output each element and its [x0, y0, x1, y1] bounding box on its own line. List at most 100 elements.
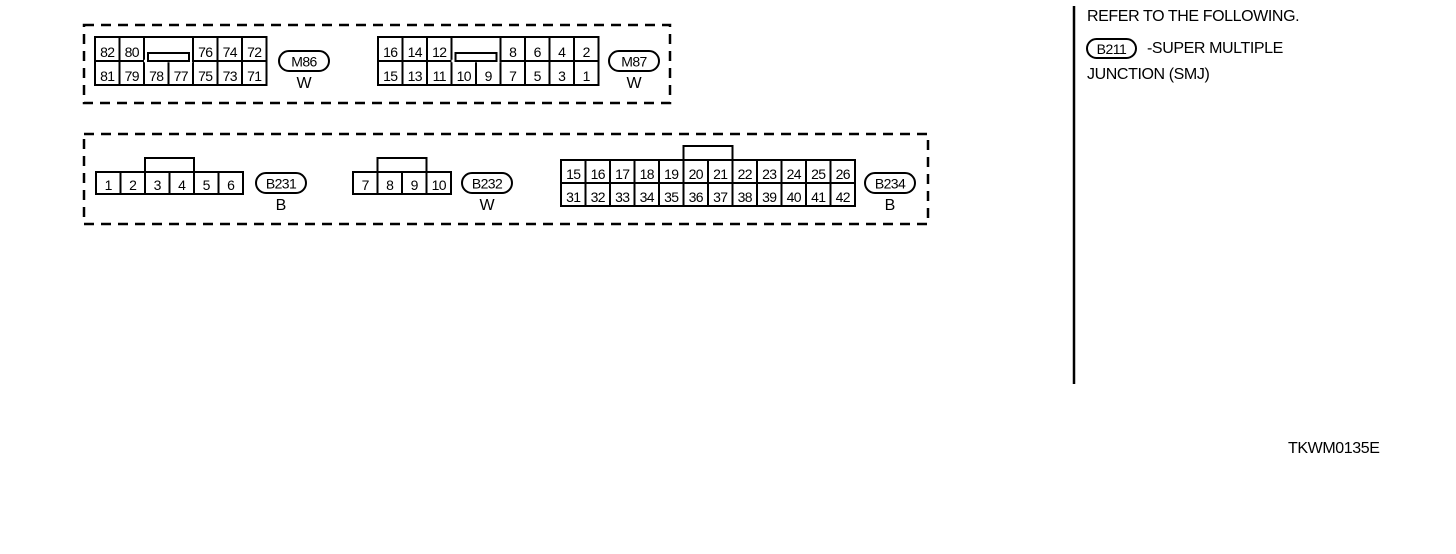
- pin-cell: [426, 36, 453, 62]
- group-frame-b: [82, 132, 930, 226]
- pin-33: 33: [615, 189, 630, 205]
- pin-cell: [425, 171, 452, 195]
- pin-42: 42: [836, 189, 851, 205]
- pin-73: 73: [223, 68, 238, 84]
- pin-32: 32: [591, 189, 606, 205]
- connector-badge: [278, 50, 330, 72]
- pin-22: 22: [738, 166, 753, 182]
- pin-37: 37: [713, 189, 728, 205]
- pin-10: 10: [457, 68, 472, 84]
- connector-color: W: [626, 75, 642, 92]
- pin-36: 36: [689, 189, 704, 205]
- pin-79: 79: [125, 68, 140, 84]
- connector-color: B: [885, 197, 896, 214]
- pin-35: 35: [664, 189, 679, 205]
- connector-color: B: [276, 197, 287, 214]
- connector-id: M86: [291, 54, 317, 70]
- pin-81: 81: [100, 68, 115, 84]
- pin-74: 74: [223, 44, 238, 60]
- connector-id: B231: [266, 176, 297, 192]
- pin-16: 16: [383, 44, 398, 60]
- pin-21: 21: [713, 166, 728, 182]
- pin-39: 39: [762, 189, 777, 205]
- connector-badge: [461, 172, 513, 194]
- pin-cell: [217, 171, 244, 195]
- pin-1: 1: [105, 177, 113, 193]
- pin-3: 3: [558, 68, 566, 84]
- pin-5: 5: [534, 68, 542, 84]
- pin-14: 14: [408, 44, 423, 60]
- pin-17: 17: [615, 166, 630, 182]
- pin-24: 24: [787, 166, 802, 182]
- pin-76: 76: [198, 44, 213, 60]
- pin-2: 2: [583, 44, 591, 60]
- pin-15: 15: [566, 166, 581, 182]
- reference-badge-label: B211: [1097, 41, 1127, 57]
- pin-71: 71: [247, 68, 262, 84]
- pin-82: 82: [100, 44, 115, 60]
- connector-badge: [608, 50, 660, 72]
- pin-6: 6: [227, 177, 235, 193]
- reference-line1: -SUPER MULTIPLE: [1147, 40, 1283, 57]
- pin-41: 41: [811, 189, 826, 205]
- connector-lock: [144, 157, 195, 173]
- pin-cell: [241, 36, 268, 62]
- pin-2: 2: [129, 177, 137, 193]
- pin-16: 16: [591, 166, 606, 182]
- pin-75: 75: [198, 68, 213, 84]
- pin-1: 1: [583, 68, 591, 84]
- connector-id: M87: [621, 54, 647, 70]
- pin-34: 34: [640, 189, 655, 205]
- key-slot: [454, 52, 498, 62]
- pin-80: 80: [125, 44, 140, 60]
- pin-4: 4: [178, 177, 186, 193]
- figure-code: TKWM0135E: [1288, 440, 1380, 457]
- pin-11: 11: [433, 68, 447, 84]
- pin-25: 25: [811, 166, 826, 182]
- pin-3: 3: [154, 177, 162, 193]
- connector-badge: [255, 172, 307, 194]
- pin-72: 72: [247, 44, 262, 60]
- pin-9: 9: [485, 68, 493, 84]
- connector-id: B232: [472, 176, 503, 192]
- pin-cell: [829, 182, 856, 207]
- group-frame-m: [82, 23, 672, 105]
- connector-lock: [376, 157, 428, 173]
- pin-6: 6: [534, 44, 542, 60]
- pin-18: 18: [640, 166, 655, 182]
- pin-78: 78: [149, 68, 164, 84]
- connector-badge: [864, 172, 916, 194]
- connector-id: B234: [875, 176, 906, 192]
- pin-8: 8: [509, 44, 517, 60]
- pin-77: 77: [174, 68, 189, 84]
- pin-cell: [573, 36, 600, 62]
- reference-heading: REFER TO THE FOLLOWING.: [1087, 8, 1300, 25]
- pin-15: 15: [383, 68, 398, 84]
- pin-10: 10: [432, 177, 447, 193]
- pin-4: 4: [558, 44, 566, 60]
- pin-7: 7: [362, 177, 370, 193]
- pin-5: 5: [203, 177, 211, 193]
- pin-26: 26: [836, 166, 851, 182]
- pin-13: 13: [408, 68, 423, 84]
- connector-color: W: [296, 75, 312, 92]
- reference-line2: JUNCTION (SMJ): [1087, 66, 1210, 83]
- connector-color: W: [479, 197, 495, 214]
- key-slot: [147, 52, 190, 62]
- pin-20: 20: [689, 166, 704, 182]
- pin-31: 31: [566, 189, 581, 205]
- pin-cell: [118, 36, 145, 62]
- pin-23: 23: [762, 166, 777, 182]
- reference-badge: B211: [1086, 38, 1137, 59]
- pin-12: 12: [432, 44, 447, 60]
- pin-7: 7: [509, 68, 517, 84]
- pin-9: 9: [411, 177, 419, 193]
- connector-lock: [682, 145, 734, 161]
- pin-8: 8: [386, 177, 394, 193]
